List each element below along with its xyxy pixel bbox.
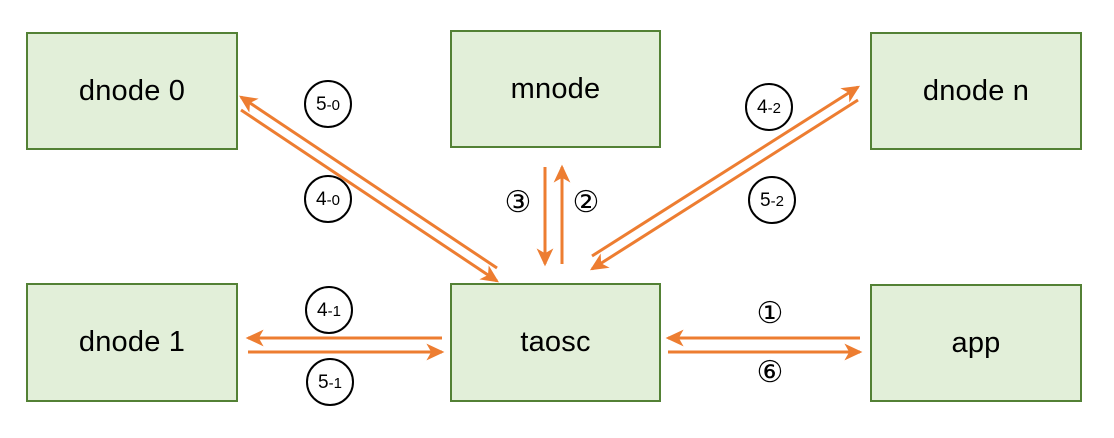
step-label-s4-2: 4-2 <box>745 83 793 131</box>
step-label-sub-s5-1: -1 <box>328 374 342 392</box>
step-label-s4-0: 4-0 <box>304 175 352 223</box>
node-box-app[interactable]: app <box>870 284 1082 402</box>
step-label-s2: ② <box>566 183 606 223</box>
node-label-dnoden: dnode n <box>922 74 1030 107</box>
arrows-group <box>239 85 863 361</box>
node-label-dnode1: dnode 1 <box>78 326 186 358</box>
step-label-s5-2: 5-2 <box>748 176 796 224</box>
step-label-s3: ③ <box>498 183 538 223</box>
step-label-glyph-s3: ③ <box>504 185 532 220</box>
step-label-main-s4-1: 4 <box>317 299 328 321</box>
step-label-s5-0: 5-0 <box>304 80 352 128</box>
node-label-taosc: taosc <box>520 326 591 358</box>
node-label-app: app <box>951 326 1001 359</box>
node-box-dnoden[interactable]: dnode n <box>870 32 1082 150</box>
arrow-dnode0-to-taosc-4-0 <box>240 108 499 283</box>
step-label-sub-s5-2: -2 <box>770 192 784 210</box>
node-label-dnode0: dnode 0 <box>78 74 186 107</box>
step-label-main-s4-0: 4 <box>316 188 327 210</box>
step-label-sub-s5-0: -0 <box>326 96 340 114</box>
node-box-mnode[interactable]: mnode <box>450 30 661 148</box>
step-label-sub-s4-2: -2 <box>767 99 781 117</box>
arrow-taosc-to-dnode0-5-0 <box>239 95 498 270</box>
step-label-main-s5-2: 5 <box>760 189 771 211</box>
node-box-dnode1[interactable]: dnode 1 <box>26 283 238 402</box>
step-label-main-s4-2: 4 <box>757 96 768 118</box>
step-label-sub-s4-0: -0 <box>326 191 340 209</box>
step-label-main-s5-1: 5 <box>318 371 329 393</box>
node-box-dnode0[interactable]: dnode 0 <box>26 32 238 150</box>
node-label-mnode: mnode <box>510 72 601 105</box>
step-label-s6: ⑥ <box>750 353 790 393</box>
step-label-s4-1: 4-1 <box>305 286 353 334</box>
step-label-s1: ① <box>750 294 790 334</box>
node-box-taosc[interactable]: taosc <box>450 283 661 402</box>
step-label-glyph-s1: ① <box>756 296 784 331</box>
step-label-sub-s4-1: -1 <box>327 302 341 320</box>
arrow-dnoden-to-taosc-5-2 <box>589 98 859 271</box>
step-label-glyph-s6: ⑥ <box>756 355 784 390</box>
step-label-main-s5-0: 5 <box>316 93 327 115</box>
step-label-glyph-s2: ② <box>572 185 600 220</box>
arrow-taosc-to-dnoden-4-2 <box>591 85 861 258</box>
step-label-s5-1: 5-1 <box>306 358 354 406</box>
